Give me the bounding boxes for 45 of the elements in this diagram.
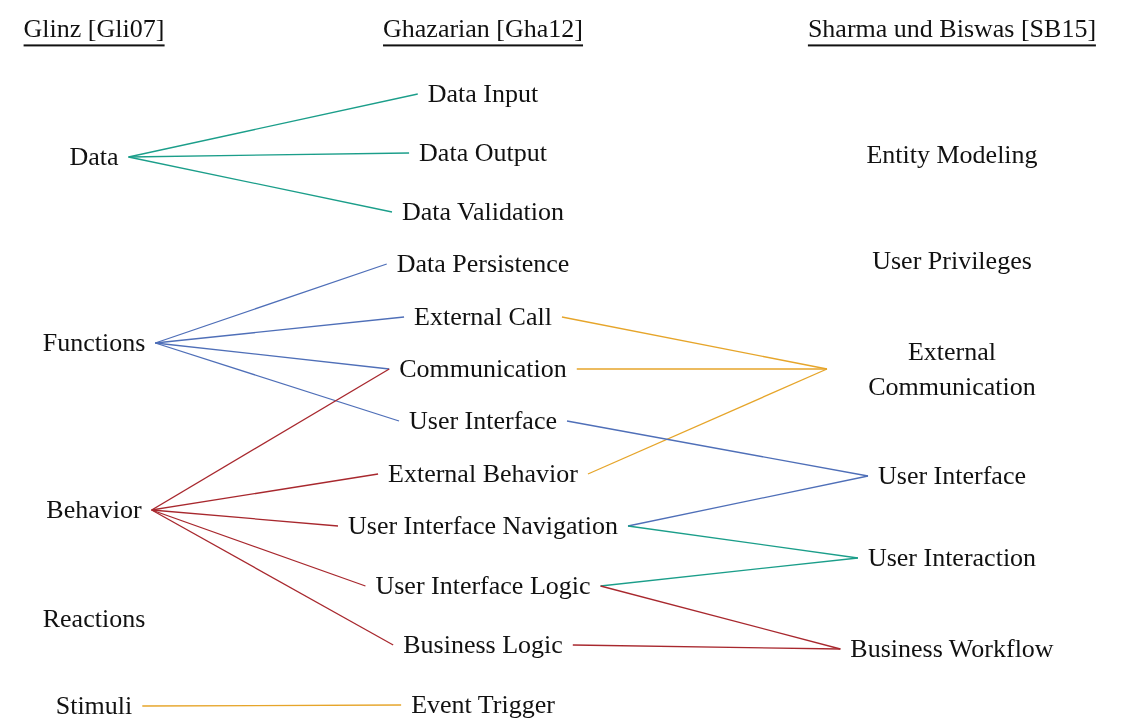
node-label: Functions	[32, 325, 156, 361]
connector-line	[566, 420, 869, 477]
node-label: Communication	[389, 351, 577, 387]
node-label: User Privileges	[862, 243, 1042, 279]
column-heading: Ghazarian [Gha12]	[383, 13, 583, 47]
column-heading: Sharma und Biswas [SB15]	[807, 13, 1097, 47]
node-label: External Behavior	[378, 456, 588, 492]
connector-line	[127, 152, 410, 158]
node-label: Data	[59, 139, 129, 175]
connector-line	[627, 525, 859, 559]
node-label: Reactions	[32, 601, 156, 637]
connector-line	[572, 644, 841, 650]
node-label: Entity Modeling	[856, 137, 1048, 173]
connector-line	[576, 368, 828, 370]
node-label: Behavior	[36, 492, 152, 528]
connector-line	[627, 475, 869, 527]
node-label: Stimuli	[45, 688, 143, 720]
node-label: Data Persistence	[386, 246, 580, 282]
node-label: User Interface Navigation	[338, 508, 628, 544]
node-label: User Interface	[868, 458, 1036, 494]
column-heading: Glinz [Gli07]	[23, 13, 165, 47]
connector-line	[154, 316, 405, 344]
node-label: User Interaction	[857, 540, 1047, 576]
node-label: External Communication	[827, 333, 1077, 405]
node-label: Data Output	[409, 135, 557, 171]
connector-line	[599, 557, 859, 587]
connector-line	[154, 342, 400, 422]
connector-line	[151, 368, 390, 511]
node-label: Data Input	[417, 76, 549, 112]
connector-line	[587, 368, 828, 475]
node-label: User Interface	[399, 403, 567, 439]
connector-line	[127, 93, 419, 158]
connector-line	[151, 509, 367, 587]
node-label: User Interface Logic	[365, 568, 601, 604]
connector-line	[151, 509, 339, 527]
connector-line	[127, 156, 393, 213]
connector-line	[151, 509, 394, 646]
node-label: Business Logic	[393, 627, 573, 663]
connector-line	[141, 704, 402, 707]
node-label: External Call	[404, 299, 562, 335]
node-label: Business Workflow	[840, 631, 1064, 667]
node-label: Data Validation	[392, 194, 574, 230]
connector-line	[154, 342, 390, 370]
node-label: Event Trigger	[401, 687, 565, 720]
connector-line	[151, 473, 379, 511]
